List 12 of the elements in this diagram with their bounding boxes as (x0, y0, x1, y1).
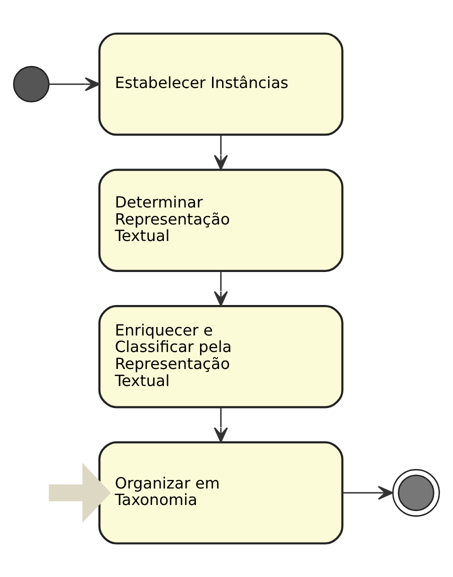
arrow (214, 271, 228, 306)
node-circle (13, 66, 50, 102)
node-box: Estabelecer Instâncias (98, 32, 344, 136)
node-box: Organizar em Taxonomia (98, 441, 344, 544)
arrow (49, 77, 100, 92)
arrow (214, 407, 228, 443)
arrow (342, 486, 394, 500)
arrow (48, 462, 111, 523)
arrow (214, 134, 228, 170)
node-box: Enriquecer e Classificar pela Representação Textual (98, 305, 344, 408)
node-circle (392, 468, 440, 517)
node-box: Determinar Representação Textual (98, 168, 344, 272)
